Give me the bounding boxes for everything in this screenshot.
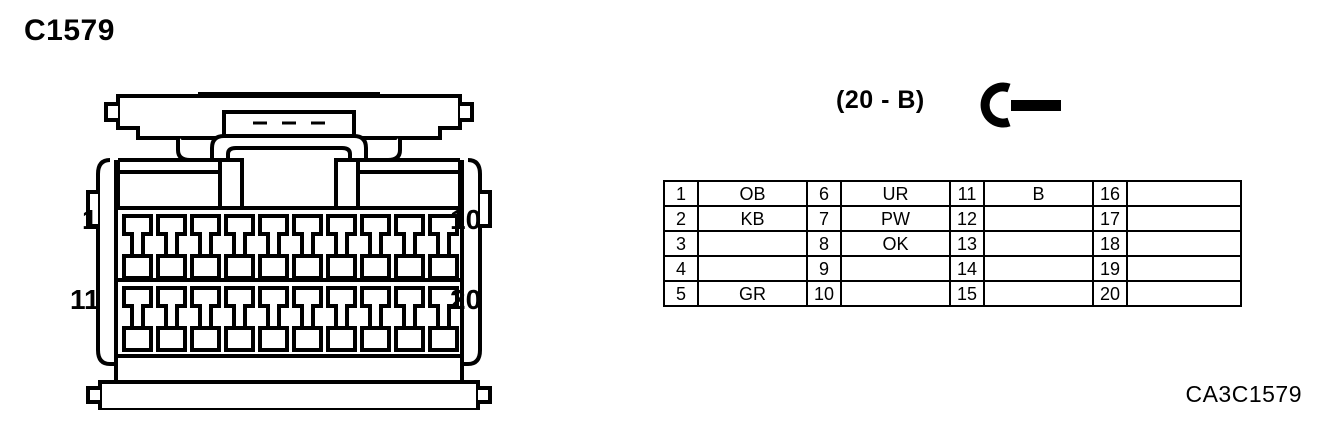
pin-number-cell: 10 [806,280,842,307]
terminal-cavity-base [156,326,187,352]
connector-bottom-bar [114,354,464,384]
terminal-cavity-base [190,254,221,280]
pin-circuit-cell: GR [697,280,808,307]
pin-circuit-cell [1126,180,1242,207]
connector-base-plate [98,380,480,410]
hook-bar [1011,100,1061,111]
terminal-cavity-base [156,254,187,280]
pin-circuit-cell [697,255,808,282]
table-row: 4 9 14 19 [663,255,1242,282]
pin-circuit-cell [840,280,951,307]
connector-latch-pillar-left [218,158,244,210]
terminal-cavity-base [258,254,289,280]
page-title: C1579 [24,14,115,47]
connector-rail-right [462,158,482,366]
pin-number-cell: 14 [949,255,985,282]
connector-hook-symbol [980,82,1061,128]
pin-row-label-top-right: 10 [450,204,482,235]
pin-number-cell: 4 [663,255,699,282]
connector-top-left-tab [104,102,118,122]
connector-code-label: (20 - B) [836,86,925,114]
pin-row-label-bottom-left: 11 [70,284,100,315]
pin-number-cell: 1 [663,180,699,207]
pin-circuit-cell [983,205,1094,232]
pin-number-cell: 18 [1092,230,1128,257]
pin-number-cell: 6 [806,180,842,207]
pin-circuit-cell [983,230,1094,257]
pin-number-cell: 3 [663,230,699,257]
connector-housing-band [116,160,222,210]
pin-circuit-cell: B [983,180,1094,207]
pin-number-cell: 2 [663,205,699,232]
pin-number-cell: 5 [663,280,699,307]
hook-arc [980,82,1011,128]
terminal-cavity-base [326,326,357,352]
pin-circuit-cell: OK [840,230,951,257]
connector-cavity-group [122,214,459,352]
connector-rail-left [96,158,116,366]
pin-number-cell: 15 [949,280,985,307]
pin-number-cell: 8 [806,230,842,257]
terminal-cavity-base [326,254,357,280]
connector-base-tab-left [86,386,100,404]
terminal-cavity-base [360,326,391,352]
connector-top-right-tab [460,102,474,122]
terminal-cavity-base [428,326,459,352]
pin-number-cell: 7 [806,205,842,232]
pin-circuit-cell [983,280,1094,307]
pin-number-cell: 12 [949,205,985,232]
pin-number-cell: 17 [1092,205,1128,232]
pin-circuit-cell: PW [840,205,951,232]
footer-code: CA3C1579 [1185,381,1302,407]
pin-number-cell: 13 [949,230,985,257]
terminal-cavity-base [292,254,323,280]
pin-number-cell: 19 [1092,255,1128,282]
terminal-cavity-base [224,254,255,280]
terminal-cavity-base [360,254,391,280]
pin-circuit-cell [1126,205,1242,232]
terminal-cavity-base [292,326,323,352]
connector-housing-band-right [356,160,462,210]
pin-circuit-cell [1126,230,1242,257]
pin-number-cell: 16 [1092,180,1128,207]
connector-rail-tab-left [86,190,98,228]
terminal-cavity-base [122,254,153,280]
pin-circuit-cell [1126,280,1242,307]
pin-row-label-top-left: 1 [82,204,98,235]
connector-rail-tab-right [480,190,492,228]
pin-circuit-cell [697,230,808,257]
pin-circuit-cell: KB [697,205,808,232]
connector-face-view [86,92,492,410]
terminal-cavity-base [190,326,221,352]
terminal-cavity-base [428,254,459,280]
terminal-cavity-base [224,326,255,352]
connector-base-tab-right [478,386,492,404]
pin-circuit-cell: UR [840,180,951,207]
terminal-cavity-base [258,326,289,352]
pin-number-cell: 20 [1092,280,1128,307]
pin-number-cell: 11 [949,180,985,207]
connector-latch-inner-arch [226,146,352,160]
terminal-cavity-base [394,326,425,352]
pin-circuit-cell: OB [697,180,808,207]
pin-circuit-cell [840,255,951,282]
connector-latch-pillar-right [334,158,360,210]
pin-circuit-cell [983,255,1094,282]
pin-number-cell: 9 [806,255,842,282]
terminal-cavity-base [122,326,153,352]
pin-circuit-cell [1126,255,1242,282]
terminal-cavity-base [394,254,425,280]
pin-row-label-bottom-right: 20 [450,284,482,315]
